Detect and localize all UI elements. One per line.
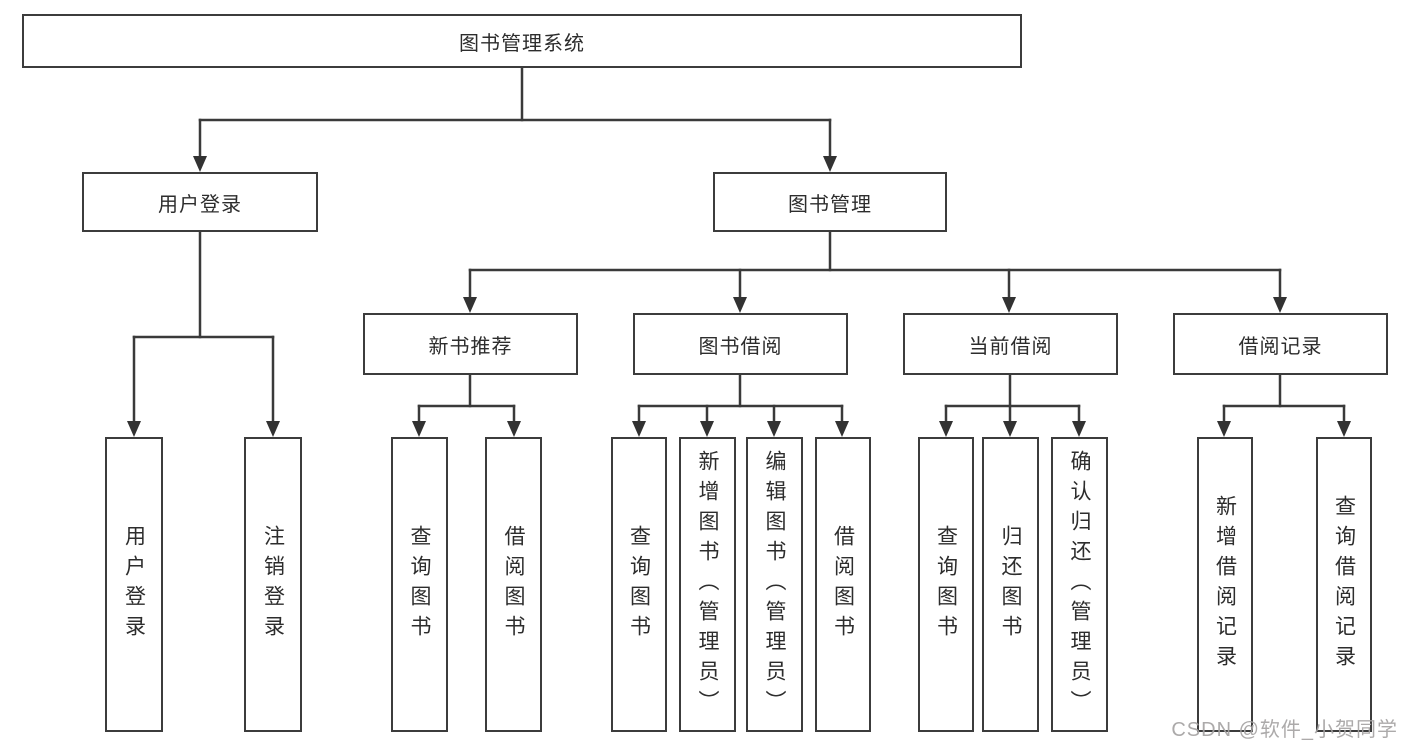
leaf-label: 查询借阅记录 bbox=[1332, 494, 1356, 675]
leaf-return-books: 归还图书 bbox=[982, 437, 1039, 732]
leaf-add-books-admin: 新增图书（管理员） bbox=[679, 437, 736, 732]
node-book-management: 图书管理 bbox=[713, 172, 947, 232]
leaf-logout: 注销登录 bbox=[244, 437, 302, 732]
leaf-label: 新增借阅记录 bbox=[1213, 494, 1237, 675]
leaf-user-login: 用户登录 bbox=[105, 437, 163, 732]
leaf-label: 归还图书 bbox=[999, 524, 1022, 645]
leaf-label: 查询图书 bbox=[408, 524, 431, 645]
leaf-query-books-recommend: 查询图书 bbox=[391, 437, 448, 732]
leaf-add-borrow-record: 新增借阅记录 bbox=[1197, 437, 1253, 732]
leaf-edit-books-admin: 编辑图书（管理员） bbox=[746, 437, 803, 732]
leaf-label: 注销登录 bbox=[261, 524, 285, 645]
leaf-label: 查询图书 bbox=[934, 524, 958, 645]
node-root: 图书管理系统 bbox=[22, 14, 1022, 68]
leaf-label: 查询图书 bbox=[627, 524, 651, 645]
leaf-label: 用户登录 bbox=[122, 524, 146, 645]
node-book-borrow: 图书借阅 bbox=[633, 313, 848, 375]
node-borrow-records: 借阅记录 bbox=[1173, 313, 1388, 375]
leaf-label: 借阅图书 bbox=[831, 524, 855, 645]
leaf-borrow-books: 借阅图书 bbox=[815, 437, 871, 732]
node-new-book-recommend: 新书推荐 bbox=[363, 313, 578, 375]
leaf-query-books-borrow: 查询图书 bbox=[611, 437, 667, 732]
leaf-label: 借阅图书 bbox=[502, 524, 525, 645]
node-user-login: 用户登录 bbox=[82, 172, 318, 232]
leaf-borrow-books-recommend: 借阅图书 bbox=[485, 437, 542, 732]
leaf-label: 编辑图书（管理员） bbox=[763, 449, 786, 720]
leaf-query-books-current: 查询图书 bbox=[918, 437, 974, 732]
node-current-borrow: 当前借阅 bbox=[903, 313, 1118, 375]
csdn-watermark: CSDN @软件_小贺同学 bbox=[1171, 719, 1398, 741]
leaf-query-borrow-record: 查询借阅记录 bbox=[1316, 437, 1372, 732]
leaf-confirm-return-admin: 确认归还（管理员） bbox=[1051, 437, 1108, 732]
leaf-label: 新增图书（管理员） bbox=[696, 449, 719, 720]
leaf-label: 确认归还（管理员） bbox=[1068, 449, 1091, 720]
